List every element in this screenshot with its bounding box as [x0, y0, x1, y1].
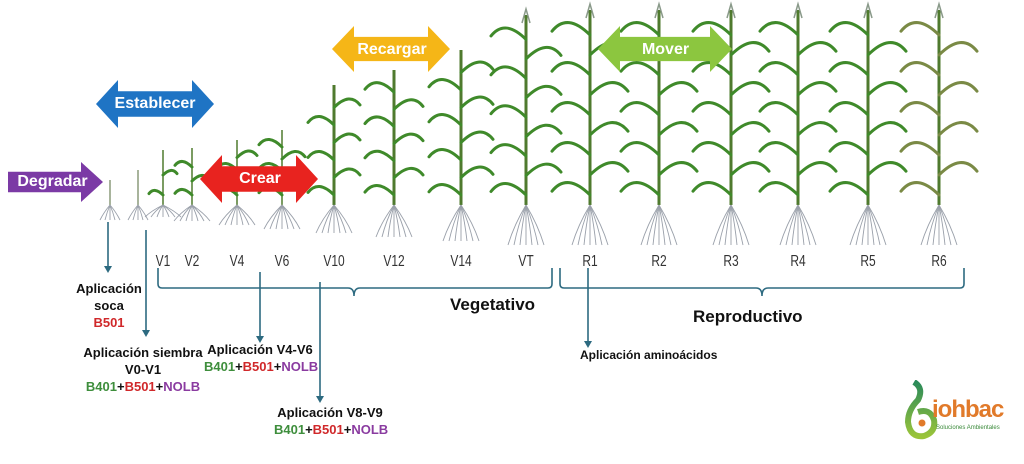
- product-b401: B401: [204, 359, 236, 374]
- crear-arrow: [200, 155, 318, 203]
- vegetative-brace: [157, 268, 553, 297]
- corn-plant-v1: [144, 150, 182, 218]
- stage-label-r1: R1: [582, 251, 598, 271]
- application-aminoacidos: Aplicación aminoácidos: [580, 348, 718, 362]
- crear-label: Crear: [239, 170, 281, 187]
- corn-plant-v10: [306, 85, 362, 234]
- corn-plant-v2: [173, 148, 211, 222]
- corn-plant-r2: [619, 1, 699, 246]
- corn-plant-r1: [550, 1, 630, 246]
- stage-label-v12: V12: [383, 251, 405, 271]
- app-subtitle: V0-V1: [124, 362, 162, 377]
- stage-label-v2: V2: [184, 251, 200, 271]
- app-subtitle: soca: [94, 298, 124, 313]
- app-title: Aplicación V8-V9: [277, 405, 383, 420]
- application-v8-v9: Aplicación V8-V9 B401+B501+NOLB: [274, 404, 389, 438]
- stage-label-v14: V14: [450, 251, 472, 271]
- biohbac-logo: iohbac Soluciones Ambientales: [900, 380, 1020, 440]
- corn-plant-r4: [758, 1, 838, 246]
- pointer-arrows: [104, 222, 592, 403]
- plus: +: [305, 422, 313, 437]
- vegetative-phase-label: Vegetativo: [450, 295, 536, 314]
- app-title: Aplicación siembra: [83, 345, 203, 360]
- plus: +: [235, 359, 243, 374]
- reproductive-phase-label: Reproductivo: [693, 307, 803, 326]
- corn-plant-r5: [828, 1, 908, 246]
- product-list: B401+B501+NOLB: [78, 378, 208, 395]
- recargar-arrow: [332, 26, 450, 72]
- product-b401: B401: [85, 379, 117, 394]
- plus: +: [155, 379, 164, 394]
- product-nolb: NOLB: [351, 422, 389, 437]
- stage-label-v1: V1: [155, 251, 171, 271]
- stage-label-r4: R4: [790, 251, 806, 271]
- product-b501: B501: [124, 379, 156, 394]
- stage-label-r2: R2: [651, 251, 667, 271]
- product-nolb: NOLB: [281, 359, 319, 374]
- plus: +: [273, 359, 282, 374]
- logo-mark-icon: [904, 380, 938, 440]
- seedling: [99, 180, 121, 221]
- logo-tagline: Soluciones Ambientales: [936, 425, 1000, 431]
- stage-label-v6: V6: [274, 251, 290, 271]
- mover-label: Mover: [641, 41, 690, 58]
- corn-plant-vt: [489, 6, 563, 246]
- mover-arrow: [598, 26, 732, 72]
- corn-plant-v12: [363, 70, 425, 238]
- corn-plant-r6: [899, 1, 979, 246]
- stage-label-v4: V4: [229, 251, 245, 271]
- app-title: Aplicación V4-V6: [207, 342, 313, 357]
- degradar-arrow: [8, 162, 103, 202]
- stage-label-v10: V10: [323, 251, 345, 271]
- degradar-label: Degradar: [17, 173, 88, 190]
- application-v4-v6: Aplicación V4-V6 B401+B501+NOLB: [204, 341, 319, 375]
- product-b501: B501: [242, 359, 274, 374]
- stage-label-r3: R3: [723, 251, 739, 271]
- braces: [157, 268, 965, 297]
- product-nolb: NOLB: [163, 379, 201, 394]
- stage-label-r5: R5: [860, 251, 876, 271]
- product-b501: B501: [93, 315, 125, 330]
- product-list: B401+B501+NOLB: [204, 358, 319, 375]
- process-arrows: [8, 26, 732, 203]
- seedling: [127, 170, 149, 221]
- plus: +: [343, 422, 352, 437]
- app-title: Aplicación: [76, 281, 142, 296]
- application-siembra: Aplicación siembra V0-V1 B401+B501+NOLB: [78, 344, 208, 395]
- application-soca: Aplicación soca B501: [55, 280, 163, 331]
- product-b501: B501: [312, 422, 344, 437]
- reproductive-brace: [559, 268, 965, 297]
- plants: [99, 1, 979, 246]
- logo-wordmark: iohbac: [932, 396, 1004, 423]
- plus: +: [116, 379, 125, 394]
- corn-plant-v14: [427, 50, 495, 242]
- stage-label-r6: R6: [931, 251, 947, 271]
- product-b401: B401: [274, 422, 306, 437]
- recargar-label: Recargar: [357, 41, 427, 58]
- product-list: B401+B501+NOLB: [274, 421, 389, 438]
- establecer-arrow: [96, 80, 214, 128]
- establecer-label: Establecer: [114, 95, 196, 112]
- stage-label-vt: VT: [518, 251, 534, 271]
